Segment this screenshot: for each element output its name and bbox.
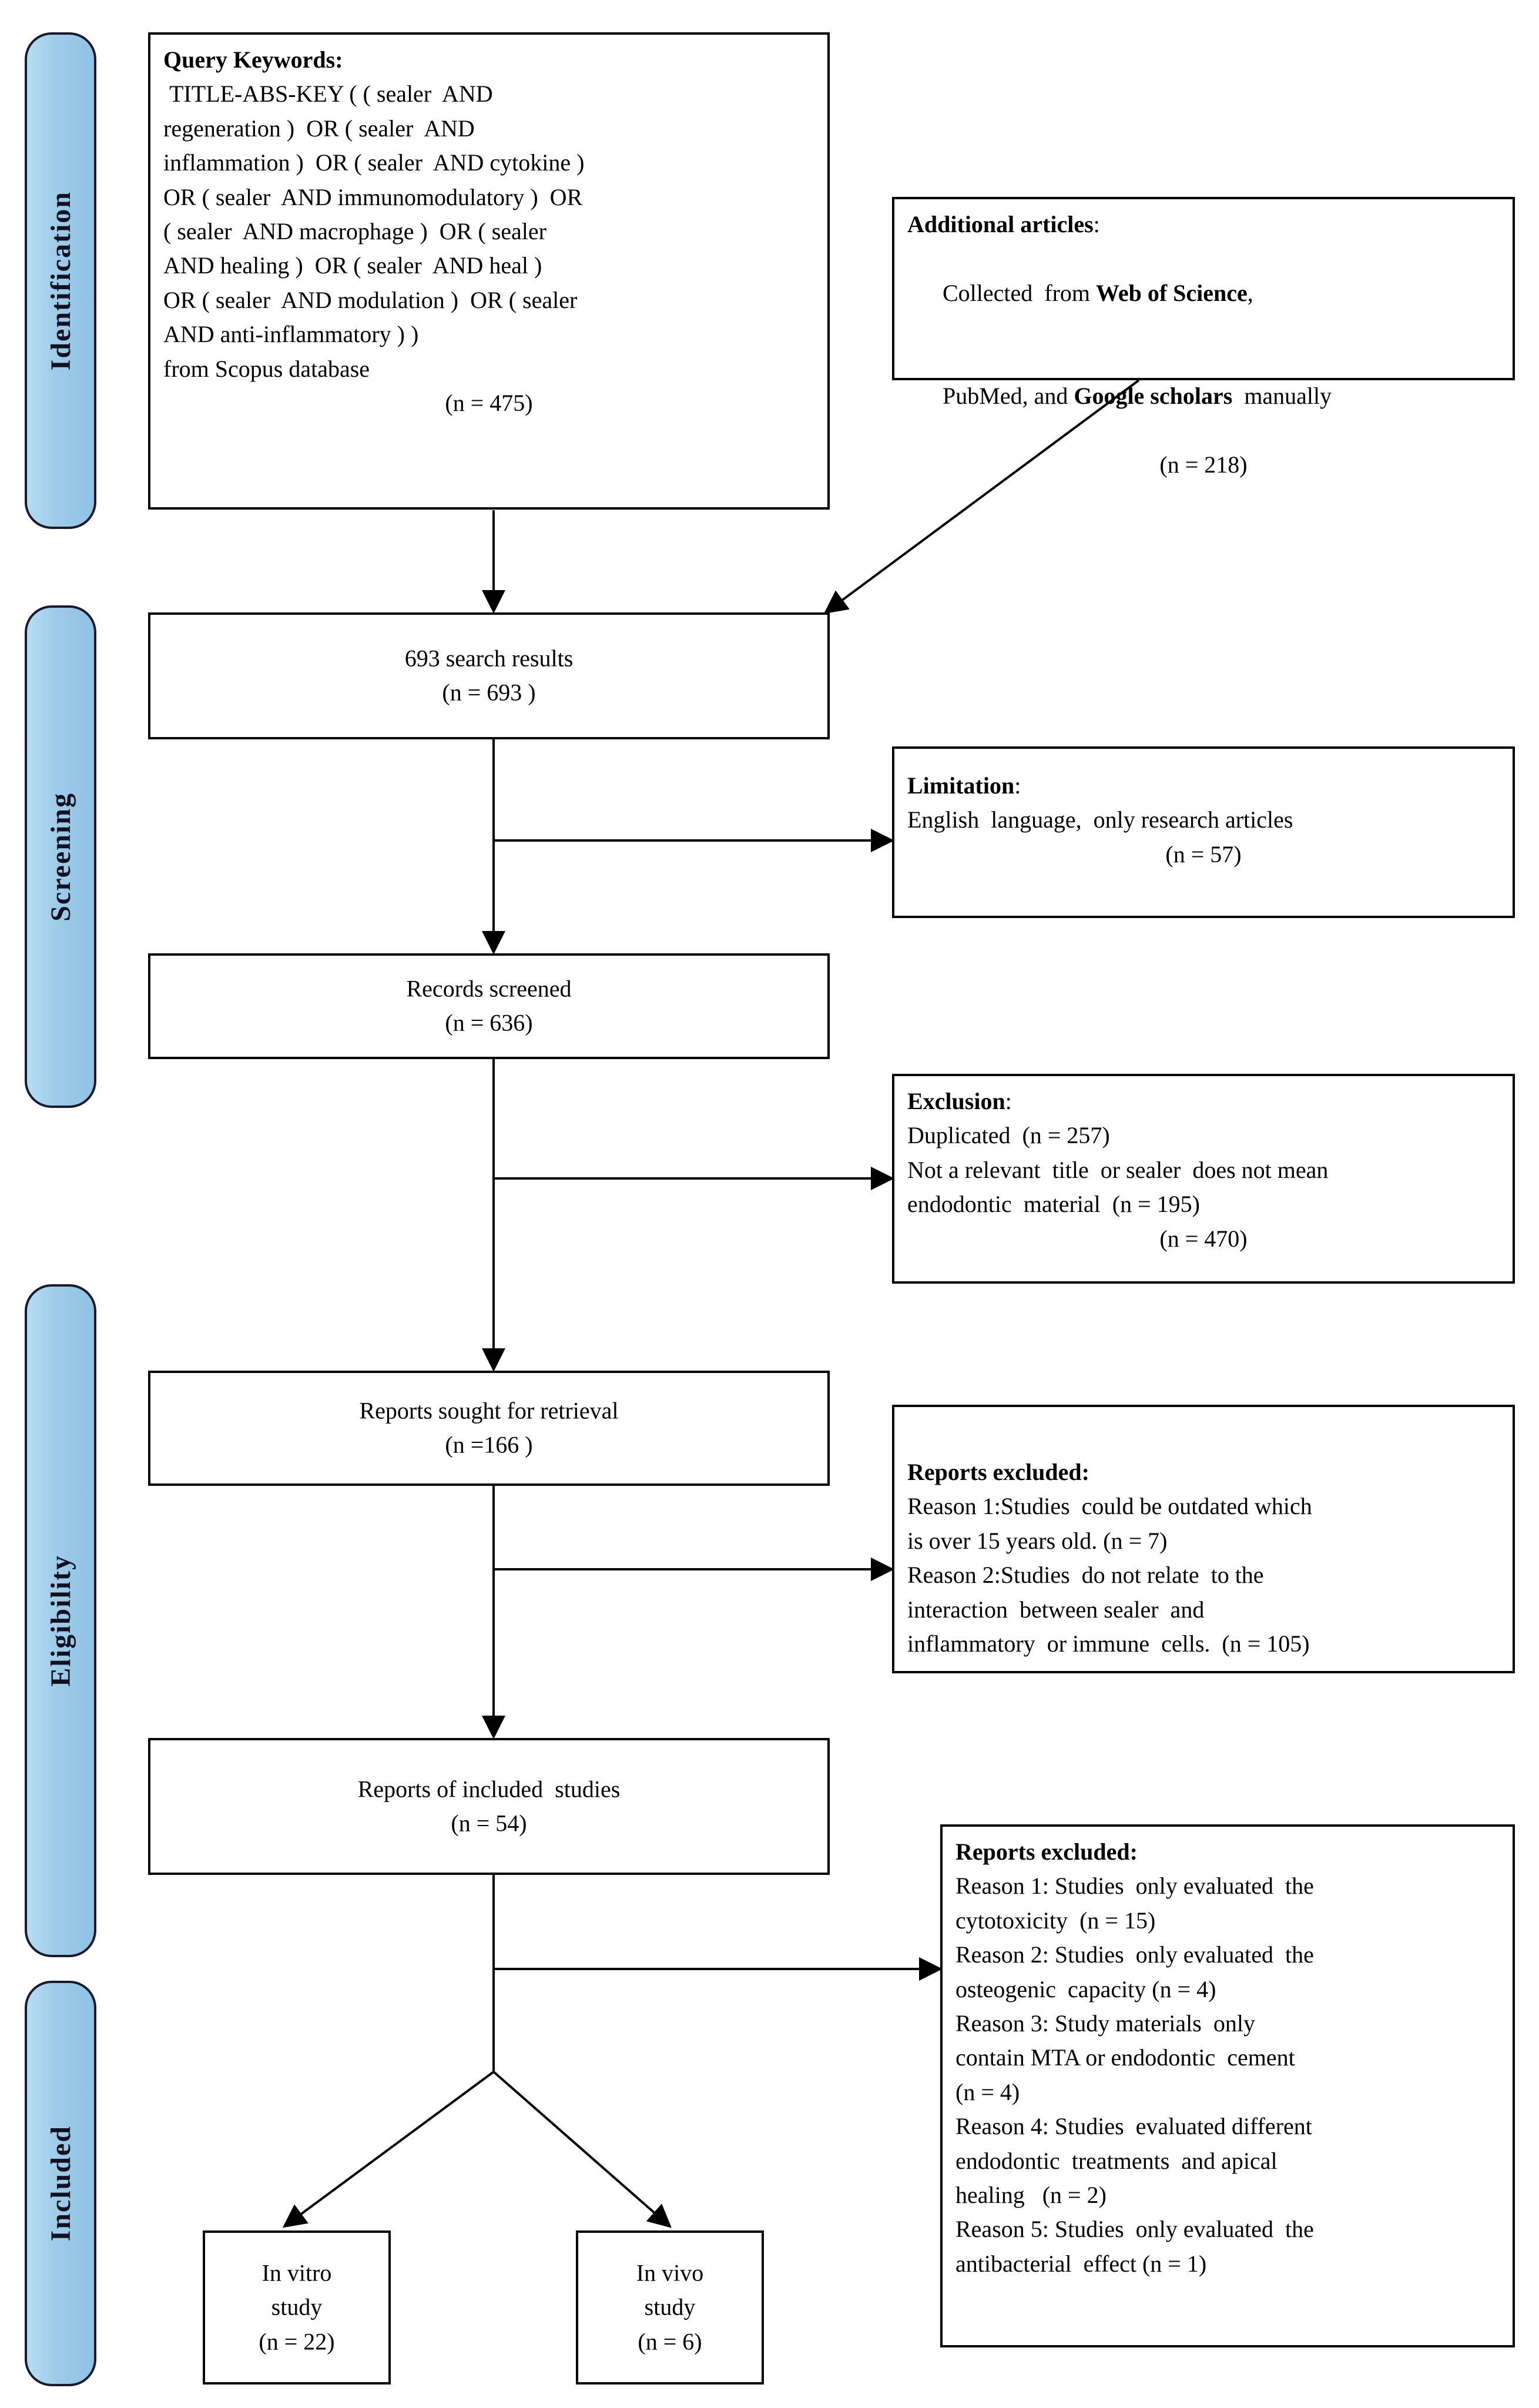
query-keywords-title: Query Keywords: [163, 46, 343, 73]
box-in-vitro-study: In vitro study (n = 22) [203, 2231, 391, 2384]
box-records-screened: Records screened (n = 636) [148, 953, 830, 1059]
additional-articles-line2-bold: Google scholars [1074, 382, 1233, 409]
reports-excluded-eligibility-line-2: Reason 2:Studies do not relate to the [907, 1562, 1264, 1589]
exclusion-title-colon: : [1005, 1088, 1012, 1114]
search-results-count: (n = 693 ) [442, 679, 536, 706]
additional-articles-line2-pre: PubMed, and [943, 382, 1074, 409]
stage-bar-eligibility: Eligibility [25, 1284, 96, 1957]
reports-excluded-eligibility-line-0: Reason 1:Studies could be outdated which [907, 1493, 1312, 1520]
query-keywords-line-4: ( sealer AND macrophage ) OR ( sealer [163, 217, 546, 245]
reports-excluded-eligibility-line-1: is over 15 years old. (n = 7) [907, 1527, 1168, 1554]
reports-included-label: Reports of included studies [357, 1776, 621, 1803]
additional-articles-title-colon: : [1093, 211, 1100, 237]
additional-articles-title-text: Additional articles [907, 211, 1094, 237]
query-keywords-line-2: inflammation ) OR ( sealer AND cytokine … [163, 149, 585, 176]
limitation-title-colon: : [1014, 772, 1021, 799]
box-limitation: Limitation: English language, only resea… [892, 746, 1515, 918]
exclusion-title: Exclusion: [907, 1084, 1500, 1118]
search-results-label: 693 search results [404, 645, 574, 672]
box-exclusion: Exclusion: Duplicated (n = 257) Not a re… [892, 1074, 1515, 1284]
query-keywords-line-0: TITLE-ABS-KEY ( ( sealer AND [163, 81, 493, 108]
stage-label-identification: Identification [45, 190, 76, 371]
reports-included-count: (n = 54) [451, 1810, 527, 1837]
additional-articles-line-2: PubMed, and Google scholars manually [907, 345, 1500, 448]
reports-excluded-eligibility-line-4: inflammatory or immune cells. (n = 105) [907, 1630, 1310, 1657]
connector-fork-in-vivo [492, 2071, 672, 2228]
in-vitro-count: (n = 22) [259, 2328, 335, 2355]
reports-excluded-included-line-9: healing (n = 2) [955, 2181, 1107, 2208]
additional-articles-line1-post: , [1247, 279, 1253, 306]
query-keywords-count: (n = 475) [445, 389, 533, 416]
reports-excluded-included-line-7: Reason 4: Studies evaluated different [955, 2113, 1312, 2140]
reports-excluded-included-line-5: contain MTA or endodontic cement [955, 2044, 1295, 2071]
limitation-line-1: English language, only research articles [907, 806, 1293, 833]
limitation-count: (n = 57) [1165, 840, 1242, 868]
stage-label-screening: Screening [45, 792, 76, 922]
box-reports-sought: Reports sought for retrieval (n =166 ) [148, 1371, 830, 1486]
box-reports-included: Reports of included studies (n = 54) [148, 1738, 830, 1875]
box-search-results: 693 search results (n = 693 ) [148, 612, 830, 739]
stage-bar-identification: Identification [25, 32, 96, 529]
reports-excluded-included-line-4: Reason 3: Study materials only [955, 2010, 1255, 2037]
additional-articles-count: (n = 218) [1159, 451, 1248, 478]
reports-excluded-included-title: Reports excluded: [955, 1838, 1138, 1865]
stage-label-included: Included [45, 2125, 76, 2242]
query-keywords-line-8: from Scopus database [163, 355, 370, 382]
stage-label-eligibility: Eligibility [45, 1555, 76, 1687]
additional-articles-line1-bold: Web of Science [1096, 279, 1248, 306]
reports-excluded-included-line-10: Reason 5: Studies only evaluated the [955, 2216, 1314, 2243]
reports-excluded-included-line-2: Reason 2: Studies only evaluated the [955, 1941, 1314, 1968]
exclusion-line-2: Not a relevant title or sealer does not … [907, 1156, 1329, 1183]
reports-excluded-included-line-11: antibacterial effect (n = 1) [955, 2250, 1207, 2277]
box-additional-articles: Additional articles: Collected from Web … [892, 197, 1515, 478]
records-screened-count: (n = 636) [445, 1010, 533, 1036]
records-screened-label: Records screened [406, 975, 572, 1002]
box-reports-excluded-included: Reports excluded: Reason 1: Studies only… [940, 1824, 1515, 2347]
exclusion-line-1: Duplicated (n = 257) [907, 1122, 1110, 1149]
in-vivo-line-2: study [644, 2293, 696, 2320]
reports-excluded-included-line-3: osteogenic capacity (n = 4) [955, 1975, 1216, 2002]
box-in-vivo-study: In vivo study (n = 6) [576, 2231, 764, 2384]
additional-articles-line2-post: manually [1232, 382, 1332, 409]
reports-sought-label: Reports sought for retrieval [359, 1397, 619, 1424]
stage-bar-included: Included [25, 1981, 96, 2386]
reports-excluded-included-line-8: endodontic treatments and apical [955, 2147, 1278, 2174]
exclusion-count: (n = 470) [1159, 1225, 1248, 1252]
query-keywords-line-1: regeneration ) OR ( sealer AND [163, 115, 475, 142]
limitation-title-text: Limitation [907, 772, 1015, 799]
reports-excluded-eligibility-line-3: interaction between sealer and [907, 1596, 1205, 1623]
in-vivo-count: (n = 6) [638, 2328, 702, 2355]
reports-excluded-eligibility-title: Reports excluded: [907, 1459, 1089, 1485]
limitation-title: Limitation: [907, 769, 1500, 803]
additional-articles-line-1: Collected from Web of Science, [907, 242, 1500, 344]
reports-sought-count: (n =166 ) [445, 1432, 533, 1458]
additional-articles-line1-pre: Collected from [943, 279, 1097, 306]
box-query-keywords: Query Keywords: TITLE-ABS-KEY ( ( sealer… [148, 32, 830, 510]
in-vitro-line-2: study [271, 2293, 323, 2320]
reports-excluded-included-line-6: (n = 4) [955, 2078, 1020, 2105]
exclusion-line-3: endodontic material (n = 195) [907, 1191, 1200, 1218]
additional-articles-title: Additional articles: [907, 207, 1500, 242]
query-keywords-line-7: AND anti-inflammatory ) ) [163, 321, 419, 348]
query-keywords-line-6: OR ( sealer AND modulation ) OR ( sealer [163, 286, 578, 313]
query-keywords-line-3: OR ( sealer AND immunomodulatory ) OR [163, 183, 583, 210]
in-vivo-line-1: In vivo [636, 2259, 704, 2286]
stage-bar-screening: Screening [25, 605, 96, 1108]
query-keywords-line-5: AND healing ) OR ( sealer AND heal ) [163, 252, 542, 279]
box-reports-excluded-eligibility: Reports excluded: Reason 1:Studies could… [892, 1405, 1515, 1673]
connector-fork-in-vitro [282, 2071, 495, 2228]
in-vitro-line-1: In vitro [261, 2259, 332, 2286]
reports-excluded-included-line-1: cytotoxicity (n = 15) [955, 1907, 1156, 1934]
reports-excluded-included-line-0: Reason 1: Studies only evaluated the [955, 1873, 1314, 1900]
exclusion-title-text: Exclusion [907, 1088, 1005, 1114]
